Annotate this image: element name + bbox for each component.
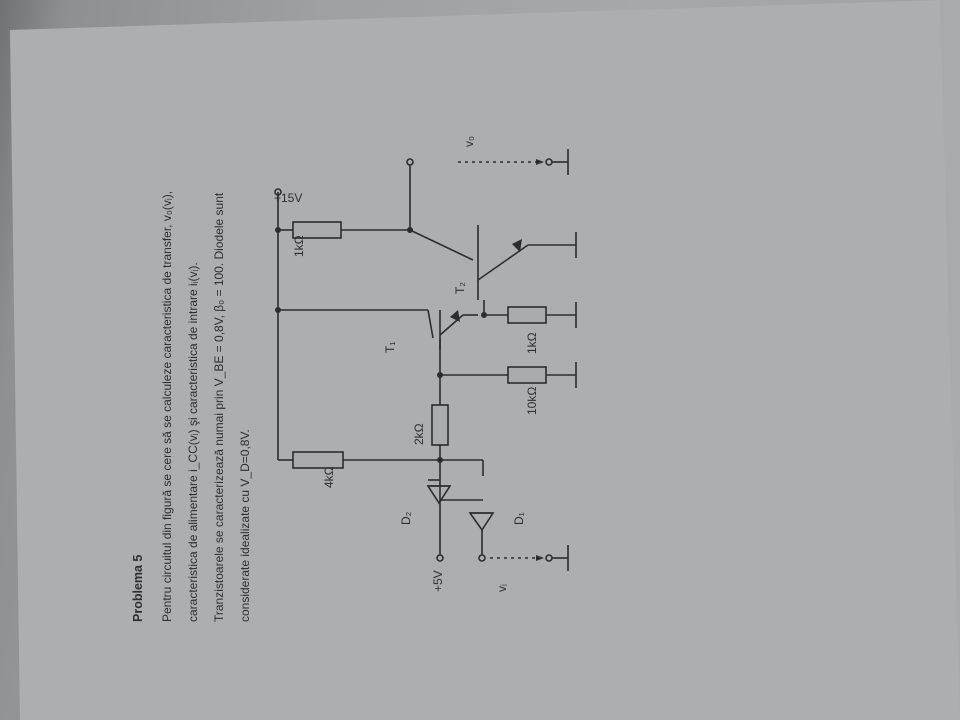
output-terminal — [406, 158, 414, 166]
paper-sheet — [10, 0, 960, 720]
diode-d2-label: D₂ — [399, 511, 413, 525]
transistor-t2-label: T₂ — [453, 282, 467, 294]
resistor-1k-emitter-label: 1kΩ — [525, 332, 539, 354]
problem-line-3: Tranzistoarele se caracterizează numai p… — [212, 192, 226, 622]
problem-line-4: considerate idealizate cu V_D=0,8V. — [238, 429, 252, 622]
resistor-10k-label: 10kΩ — [525, 387, 539, 415]
paper-sheet-highlight — [10, 0, 960, 720]
input-voltage-label: vᵢ — [495, 584, 509, 592]
transistor-t1-label: T₁ — [383, 342, 397, 353]
diode-d2 — [426, 479, 452, 505]
circuit-schematic: +15V 1kΩ v₀ T₂ — [274, 136, 577, 592]
problem-title: Problema 5 — [131, 555, 145, 622]
supply-15v-label: +15V — [274, 191, 302, 205]
problem-line-1: Pentru circuitul din figură se cere să s… — [160, 191, 174, 622]
input-terminal — [478, 554, 486, 562]
resistor-10k — [507, 366, 547, 384]
diode-d1-label: D₁ — [512, 512, 526, 525]
resistor-2k — [431, 404, 449, 446]
resistor-1k-collector-label: 1kΩ — [292, 235, 306, 257]
resistor-2k-label: 2kΩ — [412, 423, 426, 445]
output-voltage-label: v₀ — [462, 136, 476, 147]
page-content: Problema 5 Pentru circuitul din figură s… — [131, 136, 577, 622]
problem-line-2: caracteristica de alimentare i_CC(vᵢ) şi… — [186, 262, 200, 622]
resistor-1k-emitter — [507, 306, 547, 324]
supply-5v-label: +5V — [431, 570, 445, 592]
resistor-4k — [292, 451, 344, 469]
resistor-4k-label: 4kΩ — [322, 466, 336, 488]
supply-5v-terminal — [436, 554, 444, 562]
diode-d1 — [468, 512, 495, 532]
